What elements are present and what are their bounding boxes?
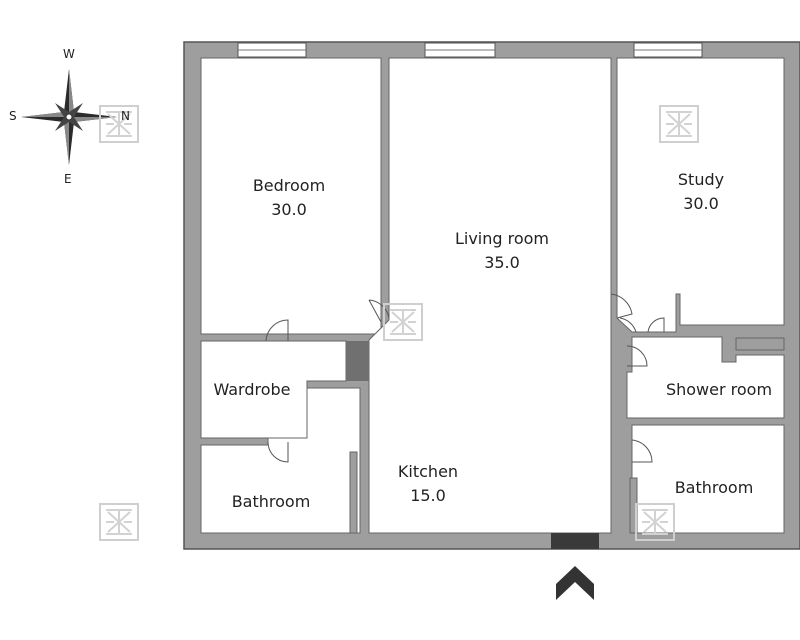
compass-label-left: S — [9, 109, 17, 123]
room-label-bathroom-left: Bathroom — [219, 490, 323, 514]
entrance-doorway — [551, 533, 599, 549]
room-label-kitchen: Kitchen 15.0 — [378, 460, 478, 508]
room-name: Bedroom — [252, 176, 326, 195]
room-area: 35.0 — [484, 253, 520, 272]
door-shower — [626, 345, 648, 367]
compass-rose-icon — [21, 69, 117, 165]
door-bathroom-right — [631, 439, 653, 463]
door-wardrobe — [265, 319, 289, 342]
door-bathroom-left — [267, 441, 289, 463]
window-study — [633, 42, 703, 58]
wall-stub-left — [349, 451, 358, 534]
room-shower — [626, 336, 785, 419]
room-area: 15.0 — [410, 486, 446, 505]
compass-label-bottom: E — [64, 172, 72, 186]
door-bedroom-living — [368, 299, 390, 323]
room-study — [616, 57, 785, 333]
room-name: Kitchen — [397, 462, 459, 481]
room-name: Bathroom — [231, 492, 311, 511]
room-label-bathroom-right: Bathroom — [662, 476, 766, 500]
room-name: Living room — [454, 229, 550, 248]
room-label-study: Study 30.0 — [661, 168, 741, 216]
room-area: 30.0 — [271, 200, 307, 219]
door-shower-study — [647, 317, 665, 333]
room-name: Shower room — [665, 380, 773, 399]
window-living — [424, 42, 496, 58]
room-label-living: Living room 35.0 — [446, 227, 558, 275]
room-area: 30.0 — [683, 194, 719, 213]
room-living-kitchen — [368, 57, 612, 534]
compass-label-top: W — [63, 47, 75, 61]
wall-column — [346, 341, 369, 381]
room-name: Study — [677, 170, 725, 189]
room-label-bedroom: Bedroom 30.0 — [239, 174, 339, 222]
window-bedroom — [237, 42, 307, 58]
compass-label-right: N — [121, 109, 130, 123]
door-study — [610, 293, 633, 319]
door-living-study — [619, 317, 637, 333]
shower-niche — [735, 337, 785, 351]
room-label-shower: Shower room — [656, 378, 782, 402]
entrance-arrow-icon — [556, 566, 594, 600]
room-label-wardrobe: Wardrobe — [203, 378, 301, 402]
room-name: Bathroom — [674, 478, 754, 497]
room-name: Wardrobe — [213, 380, 291, 399]
